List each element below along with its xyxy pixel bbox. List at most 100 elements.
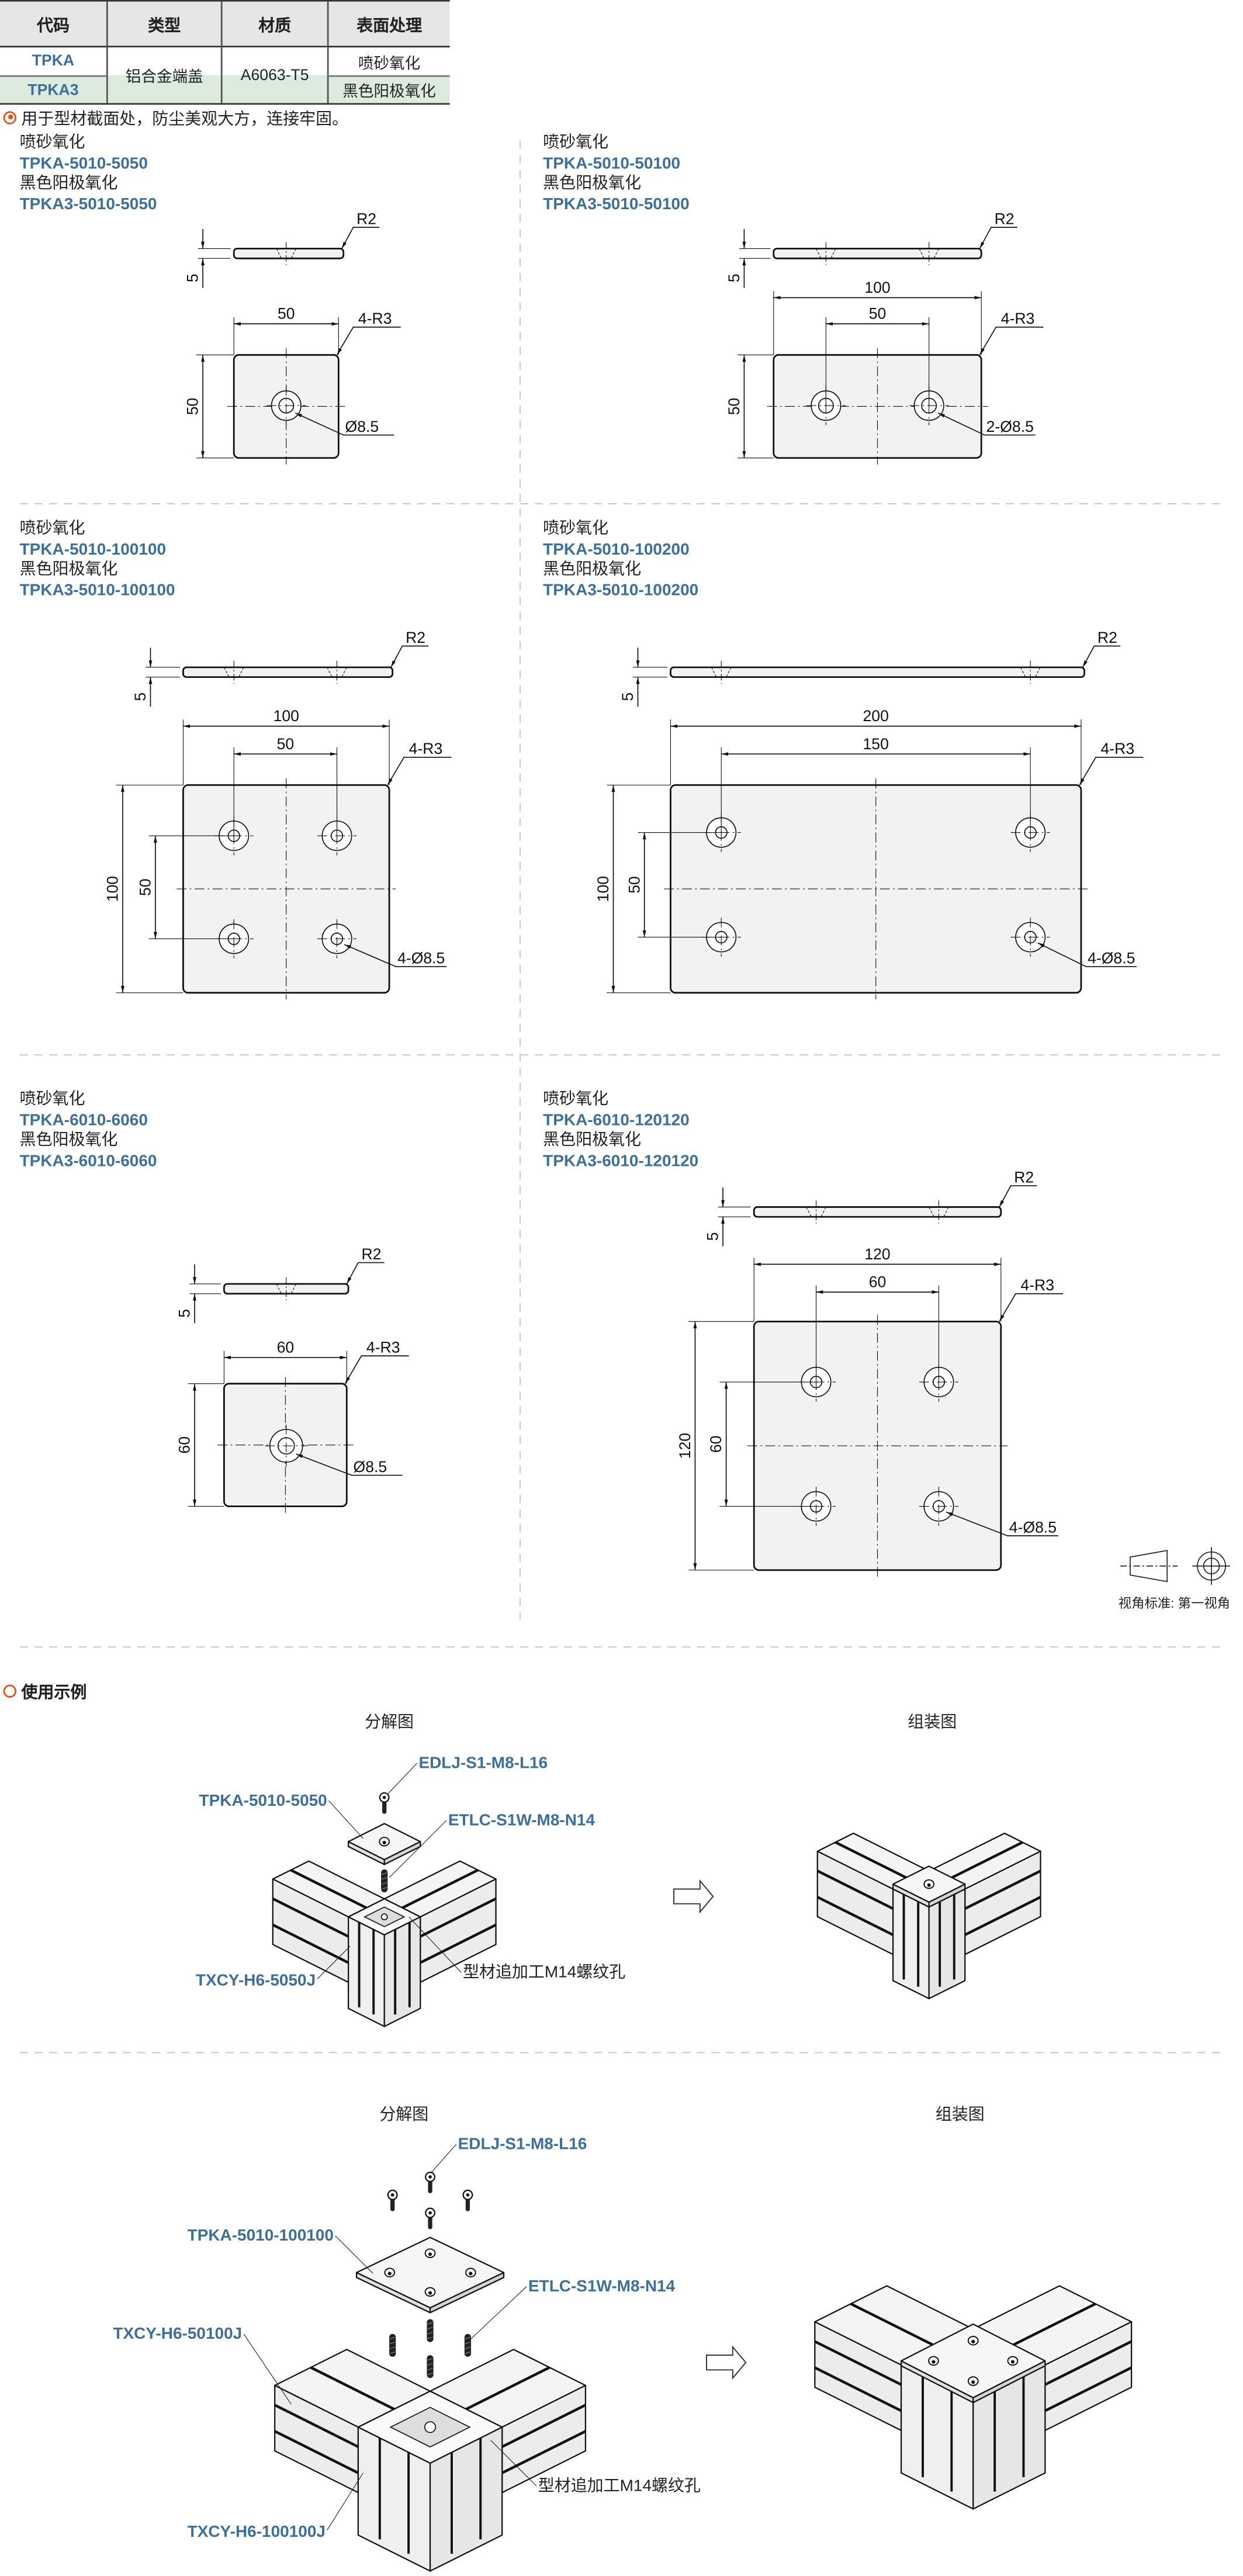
countersink-hidden-line <box>806 1207 812 1217</box>
countersink-hidden-line <box>276 1283 282 1294</box>
exploded-view-title: 分解图 <box>379 2105 428 2123</box>
cone-projection-icon <box>1130 1550 1168 1583</box>
profile-part-label: TXCY-H6-100100J <box>188 2522 326 2540</box>
thread-insert <box>381 1869 388 1893</box>
t-slot-line <box>1044 2366 1133 2412</box>
separators <box>19 140 1224 2054</box>
post-right-face <box>383 1916 421 2027</box>
thickness-label: 5 <box>725 273 743 282</box>
height-dim-label: 120 <box>676 1433 694 1459</box>
part-number: TPKA-5010-5050 <box>19 154 148 173</box>
fillet-r2-label: R2 <box>995 210 1015 227</box>
thickness-label: 5 <box>619 693 636 701</box>
screw-head-dot <box>927 1883 931 1887</box>
height-dim-label: 100 <box>594 876 612 902</box>
fillet-r2-label: R2 <box>1014 1168 1034 1186</box>
hole-leader <box>1037 942 1137 967</box>
socket-screw <box>462 2189 473 2211</box>
socket-screw <box>379 1792 390 1814</box>
screw-head-dot <box>469 2272 473 2276</box>
corner-radius-label: 4-R3 <box>1001 310 1035 327</box>
screw-head-dot <box>428 2252 432 2256</box>
socket-screw <box>387 2189 398 2211</box>
hole-diameter-label: 4-Ø8.5 <box>1088 949 1135 967</box>
countersink-hidden-line <box>919 248 925 259</box>
surface-treatment-label: 黑色阳极氧化 <box>543 175 642 193</box>
center-tap-hole <box>424 2421 437 2433</box>
callout-leader <box>243 2333 292 2405</box>
countersink-hidden-line <box>830 248 836 259</box>
hole-leader <box>946 1511 1058 1536</box>
part-number: TPKA3-6010-6060 <box>19 1152 157 1171</box>
t-slot-line <box>465 2366 550 2411</box>
assembled-view-title: 组装图 <box>936 2105 985 2123</box>
part-number: TPKA-6010-6060 <box>19 1111 148 1130</box>
t-slot-line <box>272 1898 349 1938</box>
surface-treatment-label: 喷砂氧化 <box>19 134 85 153</box>
post-left-face <box>348 1916 385 2027</box>
r3-leader <box>1079 756 1144 785</box>
usage-section-heading: 使用示例 <box>3 1678 87 1702</box>
assembled-view <box>814 2285 1133 2510</box>
hole-diameter-label: Ø8.5 <box>345 418 379 435</box>
post-right-face <box>928 1888 966 2000</box>
countersink-hidden-line <box>290 248 297 259</box>
part-number: TPKA-6010-120120 <box>543 1111 690 1130</box>
side-view: R25 <box>131 629 429 707</box>
countersink-hidden-line <box>238 667 244 677</box>
screw-head-dot <box>932 2360 936 2364</box>
assembled-view-title: 组装图 <box>908 1712 957 1730</box>
socket-screw <box>425 2172 436 2194</box>
surface-treatment-label: 黑色阳极氧化 <box>543 1131 642 1150</box>
thickness-label: 5 <box>176 1309 193 1318</box>
width-dim-label: 60 <box>869 1273 887 1291</box>
view-standard-label: 视角标准: 第一视角 <box>1119 1596 1230 1611</box>
countersink-hidden-line <box>816 248 822 259</box>
insert-thread <box>465 2351 471 2354</box>
plate-side-profile <box>753 1206 1002 1218</box>
table-header: 材质 <box>220 1 327 48</box>
fillet-r2-label: R2 <box>1097 629 1117 646</box>
r2-leader <box>979 227 1017 249</box>
callout-leader <box>327 2473 363 2530</box>
height-dim-label: 50 <box>625 876 643 894</box>
hole-leader <box>344 944 447 967</box>
t-slot-line <box>401 1869 479 1909</box>
t-slot-line <box>964 1896 1041 1936</box>
side-view: R2 5 <box>619 629 1121 707</box>
spec-table: 代码 类型 材质 表面处理 TPKA 铝合金端盖 A6063-T5 喷砂氧化 T… <box>0 0 450 105</box>
thread-insert <box>389 2333 396 2357</box>
profile-part-label: TXCY-H6-50100J <box>113 2324 242 2342</box>
surface-treatment-label: 喷砂氧化 <box>543 134 609 153</box>
insert-thread <box>427 2367 433 2370</box>
screw-part-label: EDLJ-S1-M8-L16 <box>418 1753 548 1771</box>
r2-leader <box>341 227 380 249</box>
t-slot-line <box>290 1869 367 1909</box>
plate-side-profile <box>182 666 394 678</box>
t-slot-line <box>272 1923 349 1964</box>
t-slot-line <box>1044 2340 1133 2386</box>
width-dim-label: 200 <box>863 707 889 725</box>
t-slot-line <box>816 1896 894 1936</box>
part-number: TPKA-5010-100100 <box>19 540 167 559</box>
insert-thread <box>427 2363 433 2366</box>
profile-post <box>892 1888 966 2000</box>
thread-insert <box>464 2333 472 2357</box>
profile-part-label: TXCY-H6-5050J <box>196 1971 316 1989</box>
part-number: TPKA3-6010-120120 <box>543 1152 699 1171</box>
exploded-view-title: 分解图 <box>365 1712 414 1730</box>
surface-treatment-label: 喷砂氧化 <box>543 520 609 538</box>
screw-head-dot <box>387 2272 392 2276</box>
r2-leader <box>390 645 429 668</box>
insert-thread <box>465 2342 471 2345</box>
hex-socket-icon <box>382 1795 386 1799</box>
